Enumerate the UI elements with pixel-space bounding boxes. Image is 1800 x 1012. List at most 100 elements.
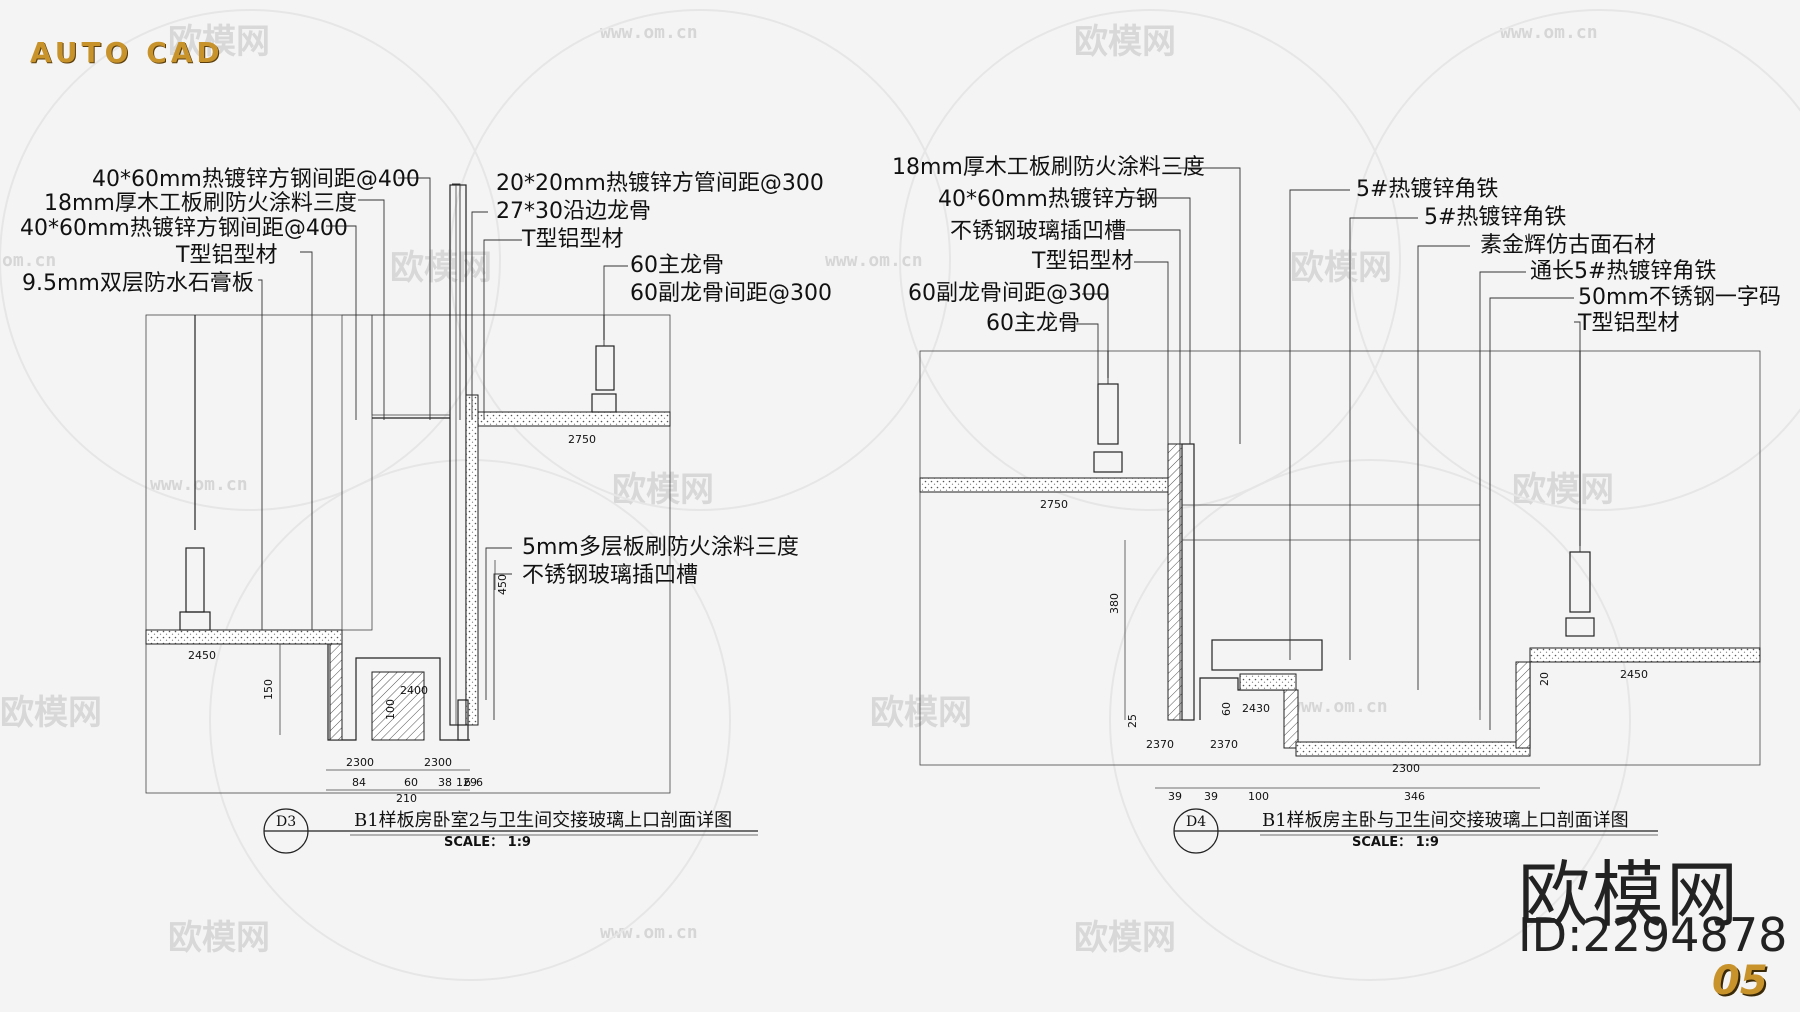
watermark-url: www.om.cn <box>600 922 698 943</box>
d3-tag: D3 <box>276 814 296 830</box>
d4-recess <box>1211 639 1323 671</box>
d4-label-steel: 40*60mm热镀锌方钢 <box>938 187 1158 212</box>
d4-dim-60: 60 <box>1220 702 1233 716</box>
d3-dim-12: 12 <box>456 776 470 789</box>
d3-dim-38: 38 <box>438 776 452 789</box>
d4-label-ss-clip: 50mm不锈钢一字码 <box>1578 285 1781 310</box>
d4-scale: SCALE： 1:9 <box>1352 835 1439 850</box>
d3-label-plywood: 18mm厚木工板刷防火涂料三度 <box>44 191 357 216</box>
d3-title: B1样板房卧室2与卫生间交接玻璃上口剖面详图 <box>354 810 732 831</box>
d4-label-sub-keel: 60副龙骨间距@300 <box>908 281 1110 306</box>
d4-steel-tube <box>1181 443 1195 721</box>
d4-label-t-aluminum: T型铝型材 <box>1031 249 1133 274</box>
detail-d3: 40*60mm热镀锌方钢间距@400 18mm厚木工板刷防火涂料三度 40*60… <box>20 167 832 854</box>
d3-label-sub-keel: 60副龙骨间距@300 <box>630 281 832 306</box>
watermark-url: www.om.cn <box>150 474 248 495</box>
d4-ceiling-slab-left <box>919 477 1169 493</box>
d3-label-edge-keel: 27*30沿边龙骨 <box>496 199 651 224</box>
d3-elev-2750: 2750 <box>568 433 596 446</box>
d3-glass-channel <box>457 699 469 741</box>
d3-dim-60: 60 <box>404 776 418 789</box>
d4-elev-2450: 2450 <box>1620 668 1648 681</box>
watermark-logo: 欧模网 <box>168 918 270 958</box>
d4-dim-39b: 39 <box>1204 790 1218 803</box>
d3-label-gypsum: 9.5mm双层防水石膏板 <box>22 271 254 296</box>
watermark-logo: 欧模网 <box>0 693 102 733</box>
watermark-logo: 欧模网 <box>390 248 492 288</box>
d4-bottom-slab <box>1295 741 1531 757</box>
watermark-url: om.cn <box>2 250 57 271</box>
d4-label-glass-slot: 不锈钢玻璃插凹槽 <box>950 219 1126 244</box>
d3-dim-450: 450 <box>496 574 509 595</box>
watermark-url: www.om.cn <box>1500 22 1598 43</box>
d3-elev-2400: 2400 <box>400 684 428 697</box>
d3-gypsum-board <box>465 394 479 726</box>
d3-ceiling-slab-left <box>145 629 343 645</box>
d3-elev-2300-a: 2300 <box>346 756 374 769</box>
d3-elev-2300-b: 2300 <box>424 756 452 769</box>
d4-right-edge <box>1515 661 1531 749</box>
d3-stone-hatch <box>371 671 425 741</box>
d4-elev-2430: 2430 <box>1242 702 1270 715</box>
d4-dim-380: 380 <box>1108 593 1121 614</box>
d3-dim-6b: 6 <box>476 776 483 789</box>
d4-tag: D4 <box>1186 814 1206 830</box>
d3-elev-2450: 2450 <box>188 649 216 662</box>
d4-dim-100: 100 <box>1248 790 1269 803</box>
background-circles <box>0 9 1800 981</box>
d4-label-plywood: 18mm厚木工板刷防火涂料三度 <box>892 155 1205 180</box>
d3-leaders <box>258 177 628 720</box>
watermark-logo: 欧模网 <box>1074 918 1176 958</box>
d4-label-long-angle: 通长5#热镀锌角铁 <box>1530 259 1716 284</box>
watermark-url: www.om.cn <box>1290 696 1388 717</box>
d4-elev-2300: 2300 <box>1392 762 1420 775</box>
d4-label-stone: 素金辉仿古面石材 <box>1480 233 1656 258</box>
d4-dim-346: 346 <box>1404 790 1425 803</box>
d3-label-t-aluminum: T型铝型材 <box>175 243 277 268</box>
d3-plywood-panel <box>449 184 467 726</box>
d3-label-square-tube: 20*20mm热镀锌方管间距@300 <box>496 171 824 196</box>
d4-dim-39a: 39 <box>1168 790 1182 803</box>
d4-stone-top <box>1239 673 1297 691</box>
d3-dim-6a: 6 <box>464 776 471 789</box>
d3-dim-84: 84 <box>352 776 366 789</box>
d4-dim-20: 20 <box>1538 672 1551 686</box>
watermark-id: ID:2294878 <box>1518 908 1788 962</box>
d4-label-angle-a: 5#热镀锌角铁 <box>1356 177 1498 202</box>
d4-dim-25: 25 <box>1126 714 1139 728</box>
d4-label-angle-b: 5#热镀锌角铁 <box>1424 205 1566 230</box>
watermark-url: www.om.cn <box>825 250 923 271</box>
watermark-url: www.om.cn <box>600 22 698 43</box>
d4-leaders <box>1076 167 1581 730</box>
d3-pocket-hatch <box>329 643 343 741</box>
page-number: 05 <box>1712 958 1768 1004</box>
watermark-logo: 欧模网 <box>612 470 714 510</box>
d3-scale: SCALE： 1:9 <box>444 835 531 850</box>
watermark-logo: 欧模网 <box>1512 470 1614 510</box>
d4-elev-2750: 2750 <box>1040 498 1068 511</box>
d4-ceiling-slab-right <box>1529 647 1761 663</box>
d3-steel-stud <box>341 314 373 631</box>
watermark-logo: 欧模网 <box>168 22 270 62</box>
d3-label-steel-400-a: 40*60mm热镀锌方钢间距@400 <box>92 167 420 192</box>
watermark-logo: 欧模网 <box>870 693 972 733</box>
d3-label-t-aluminum-2: T型铝型材 <box>521 227 623 252</box>
d4-frame <box>919 350 1761 766</box>
d3-label-steel-400-b: 40*60mm热镀锌方钢间距@400 <box>20 216 348 241</box>
d3-ceiling-slab-right <box>467 411 671 427</box>
d4-label-t-aluminum-2: T型铝型材 <box>1577 311 1679 336</box>
watermark-big-logo: 欧模网 <box>1518 853 1741 937</box>
d3-label-glass-slot: 不锈钢玻璃插凹槽 <box>522 563 698 588</box>
d4-elev-2370-b: 2370 <box>1210 738 1238 751</box>
d3-label-multilayer: 5mm多层板刷防火涂料三度 <box>522 535 799 560</box>
watermark-logo: 欧模网 <box>1074 22 1176 62</box>
detail-d4: 18mm厚木工板刷防火涂料三度 40*60mm热镀锌方钢 不锈钢玻璃插凹槽 T型… <box>892 155 1781 854</box>
d3-dim-210: 210 <box>396 792 417 805</box>
d4-elev-2370-a: 2370 <box>1146 738 1174 751</box>
d3-dim-9: 9 <box>470 776 477 789</box>
d4-stone-side <box>1283 689 1299 749</box>
watermark-logo: 欧模网 <box>1290 248 1392 288</box>
d3-dim-150: 150 <box>262 679 275 700</box>
d3-label-main-keel: 60主龙骨 <box>630 253 724 278</box>
